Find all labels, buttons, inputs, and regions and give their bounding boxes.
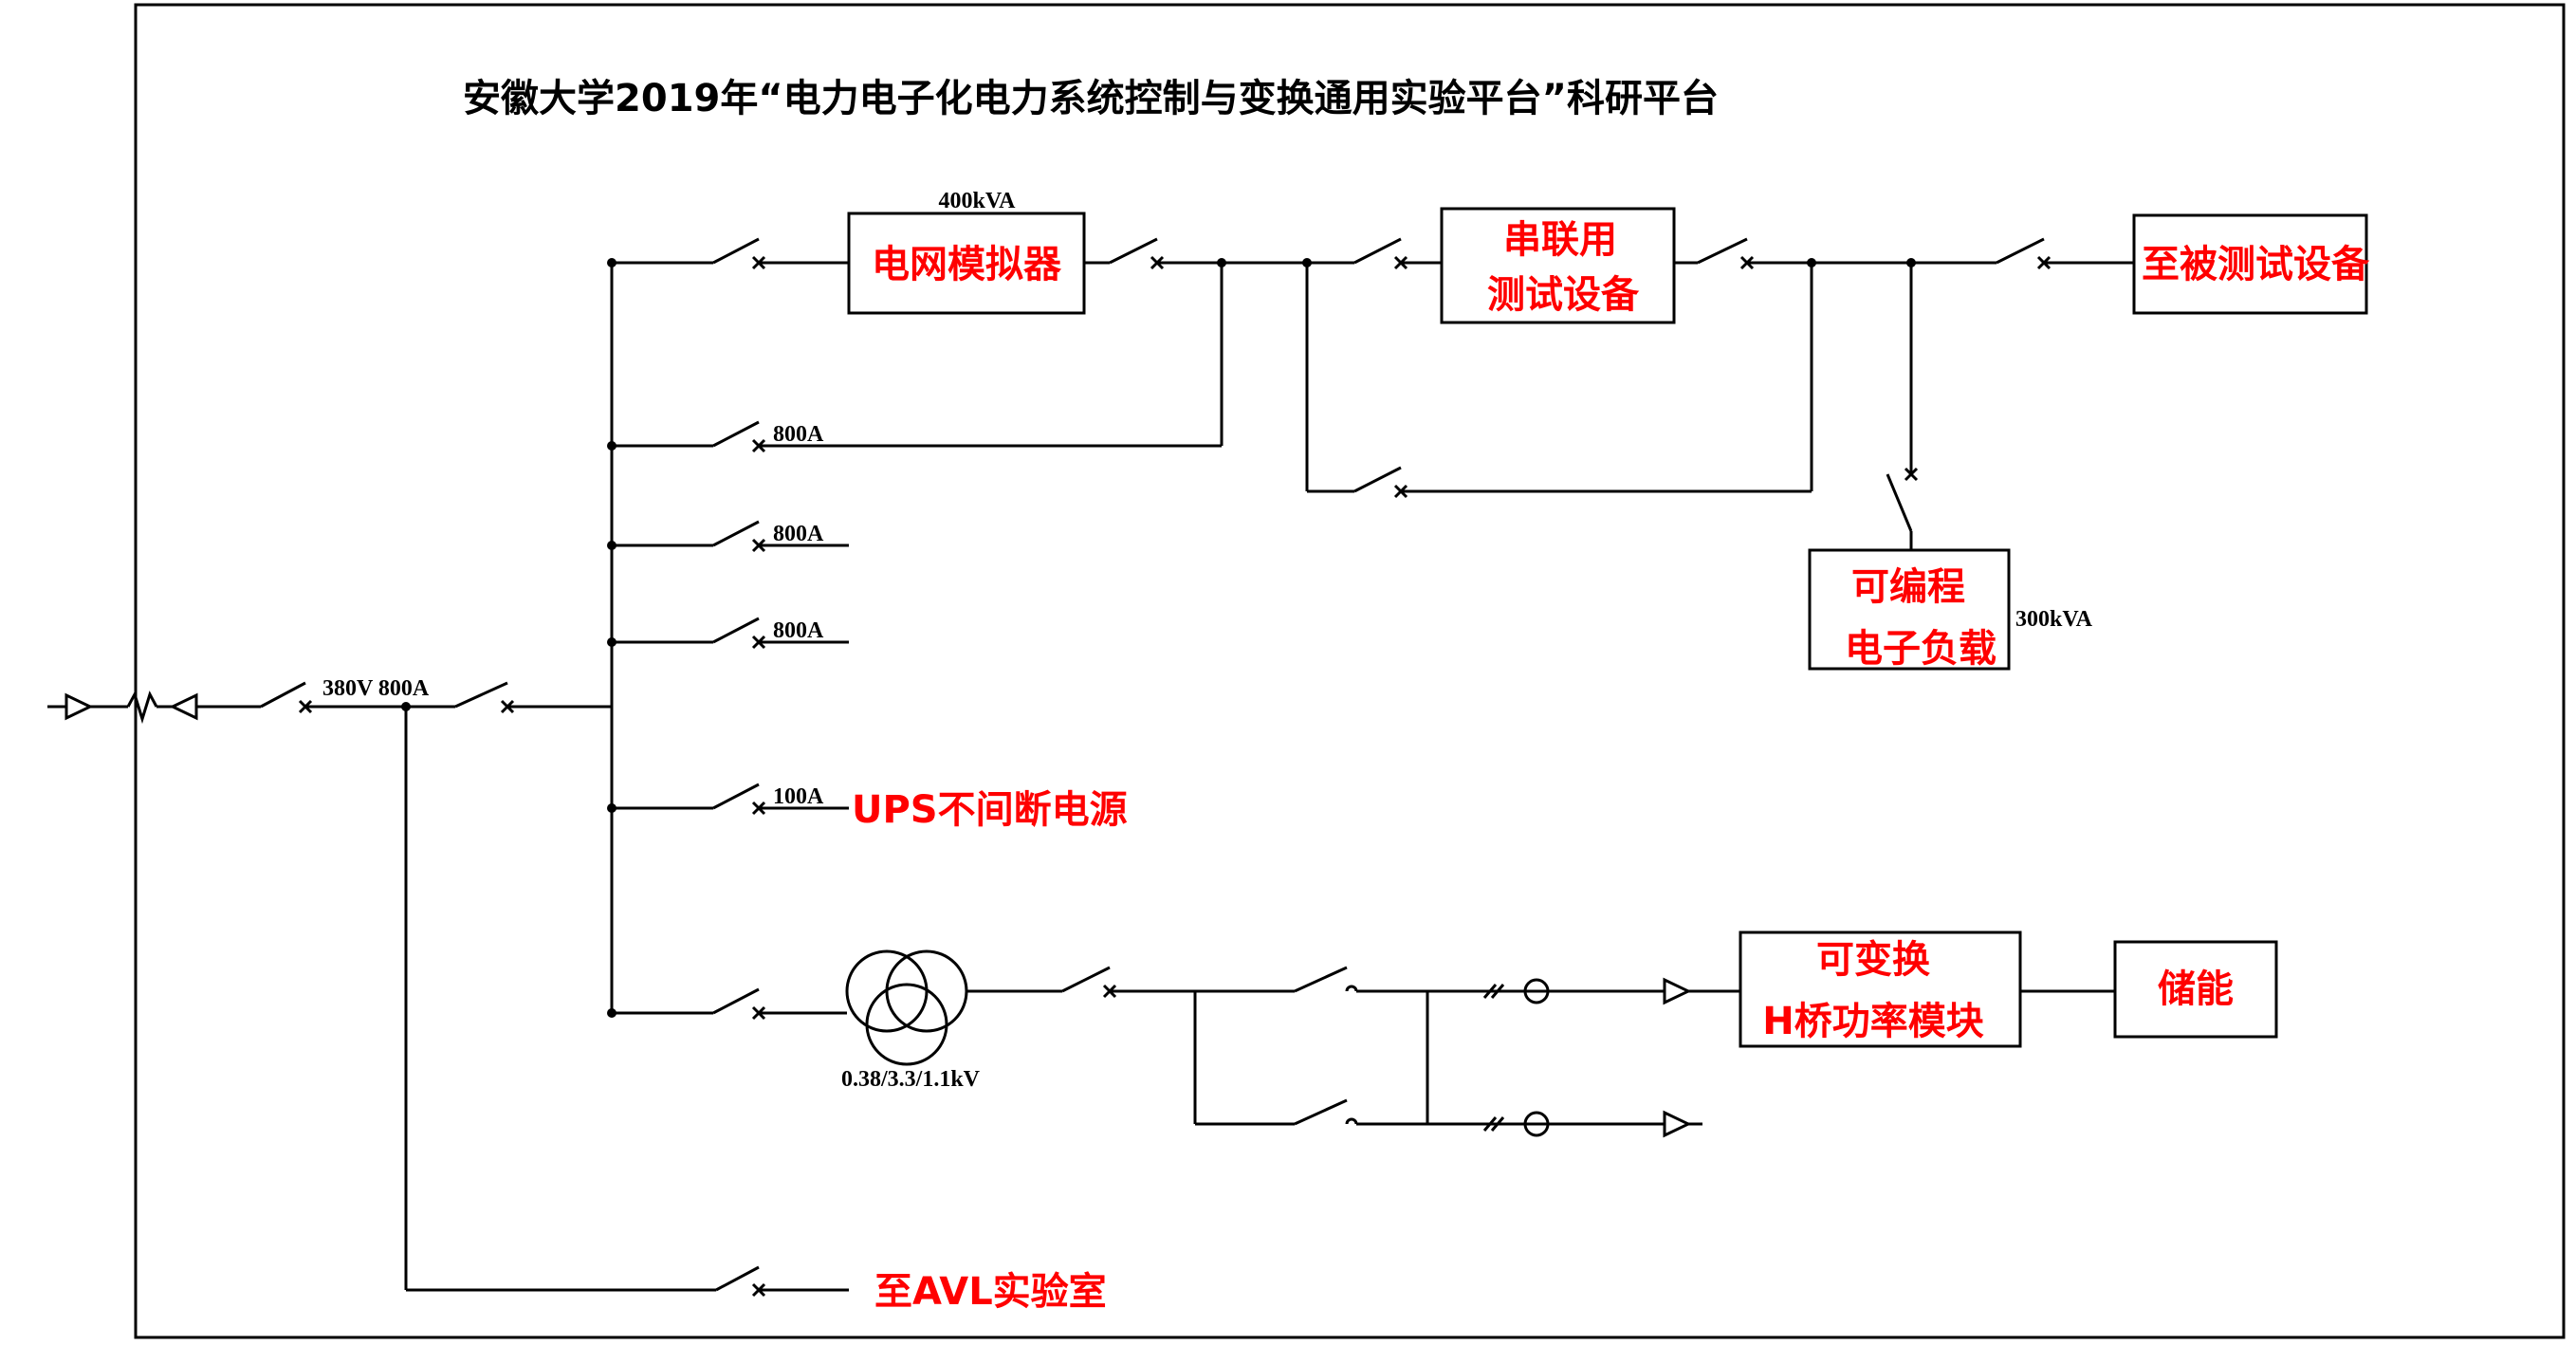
series-in-breaker bbox=[1353, 237, 1402, 265]
to-dut-label: 至被测试设备 bbox=[2142, 243, 2370, 286]
incoming-breaker-1 bbox=[260, 681, 306, 709]
upper-ct-tick-2 bbox=[1490, 984, 1505, 999]
to-dut-box bbox=[2132, 213, 2368, 315]
branch3-breaker bbox=[712, 520, 760, 547]
storage-label: 储能 bbox=[2158, 967, 2234, 1011]
lower-ct-tick-2 bbox=[1490, 1116, 1505, 1132]
programmable-load-line1: 可编程 bbox=[1851, 565, 1965, 609]
branch4-breaker bbox=[712, 617, 760, 644]
ups-rating: 100A bbox=[773, 784, 824, 809]
branch2-rating: 800A bbox=[773, 422, 824, 447]
branch-800a-spare-1: 800A bbox=[607, 520, 849, 553]
grid-simulator-rating: 400kVA bbox=[939, 189, 1017, 213]
load-breaker bbox=[1886, 473, 1913, 532]
programmable-load-rating: 300kVA bbox=[2015, 607, 2093, 632]
lower-ct-tick-1 bbox=[1482, 1116, 1498, 1132]
branch2-breaker bbox=[712, 420, 760, 448]
programmable-load-line2: 电子负载 bbox=[1845, 627, 1996, 671]
transformer-rating: 0.38/3.3/1.1kV bbox=[841, 1067, 981, 1092]
branch-ups: 100A UPS不间断电源 bbox=[607, 783, 1128, 832]
upper-ct-tick-1 bbox=[1482, 984, 1498, 999]
branch-grid-simulator: 电网模拟器 400kVA 串联用 测试设备 至被测试设备 bbox=[607, 189, 2370, 324]
series-bypass bbox=[1305, 263, 1813, 499]
upper-disconnector-contact bbox=[1345, 985, 1358, 992]
diagram-title: 安徽大学2019年“电力电子化电力系统控制与变换通用实验平台”科研平台 bbox=[463, 77, 1719, 120]
branch1-breaker bbox=[712, 237, 760, 265]
fuse-zigzag-icon bbox=[126, 691, 158, 725]
branch-800a-spare-2: 800A bbox=[607, 617, 849, 650]
series-out-breaker bbox=[1697, 237, 1748, 265]
branch4-rating: 800A bbox=[773, 618, 824, 643]
series-bypass-breaker bbox=[1353, 466, 1402, 493]
incoming-feeder: 380V 800A bbox=[47, 676, 612, 725]
storage-box bbox=[2113, 940, 2278, 1039]
dut-breaker bbox=[1996, 237, 2045, 265]
lower-disconnector-contact bbox=[1345, 1117, 1358, 1125]
incoming-breaker-2 bbox=[454, 681, 508, 709]
avl-label: 至AVL实验室 bbox=[874, 1270, 1107, 1314]
ups-breaker bbox=[712, 783, 760, 810]
grid-simulator-out-breaker bbox=[1109, 237, 1158, 265]
series-test-line1: 串联用 bbox=[1503, 218, 1617, 262]
transformer-in-breaker bbox=[712, 987, 760, 1015]
grid-simulator-label: 电网模拟器 bbox=[872, 243, 1062, 286]
lower-disconnector bbox=[1294, 1098, 1348, 1126]
grid-simulator-box bbox=[847, 212, 1086, 315]
h-bridge-line2: H桥功率模块 bbox=[1762, 1000, 1983, 1043]
avl-feeder: 至AVL实验室 bbox=[404, 707, 1107, 1314]
transformer-winding-3-icon bbox=[865, 983, 948, 1066]
series-test-box bbox=[1440, 207, 1676, 324]
programmable-load-branch: 可编程 电子负载 300kVA bbox=[1808, 263, 2093, 671]
programmable-load-box bbox=[1808, 548, 2011, 671]
diagram-frame bbox=[134, 3, 2566, 1339]
lower-terminal-arrow bbox=[1663, 1110, 1692, 1138]
branch-transformer: 0.38/3.3/1.1kV 可变换 H桥功率模块 bbox=[607, 930, 2278, 1138]
branch-800a-bypass: 800A bbox=[607, 263, 1224, 453]
upper-terminal-arrow bbox=[1663, 977, 1692, 1005]
transformer-out-breaker bbox=[1061, 966, 1111, 993]
incoming-terminal-arrow-right bbox=[64, 692, 94, 721]
series-test-line2: 测试设备 bbox=[1487, 273, 1640, 317]
branch3-rating: 800A bbox=[773, 522, 824, 546]
incoming-terminal-arrow-left bbox=[169, 692, 198, 721]
h-bridge-box bbox=[1739, 930, 2022, 1048]
upper-disconnector bbox=[1294, 966, 1348, 993]
ups-label: UPS不间断电源 bbox=[852, 788, 1128, 832]
avl-breaker bbox=[715, 1265, 760, 1292]
h-bridge-line1: 可变换 bbox=[1816, 938, 1930, 982]
incoming-rating-label: 380V 800A bbox=[322, 676, 430, 701]
